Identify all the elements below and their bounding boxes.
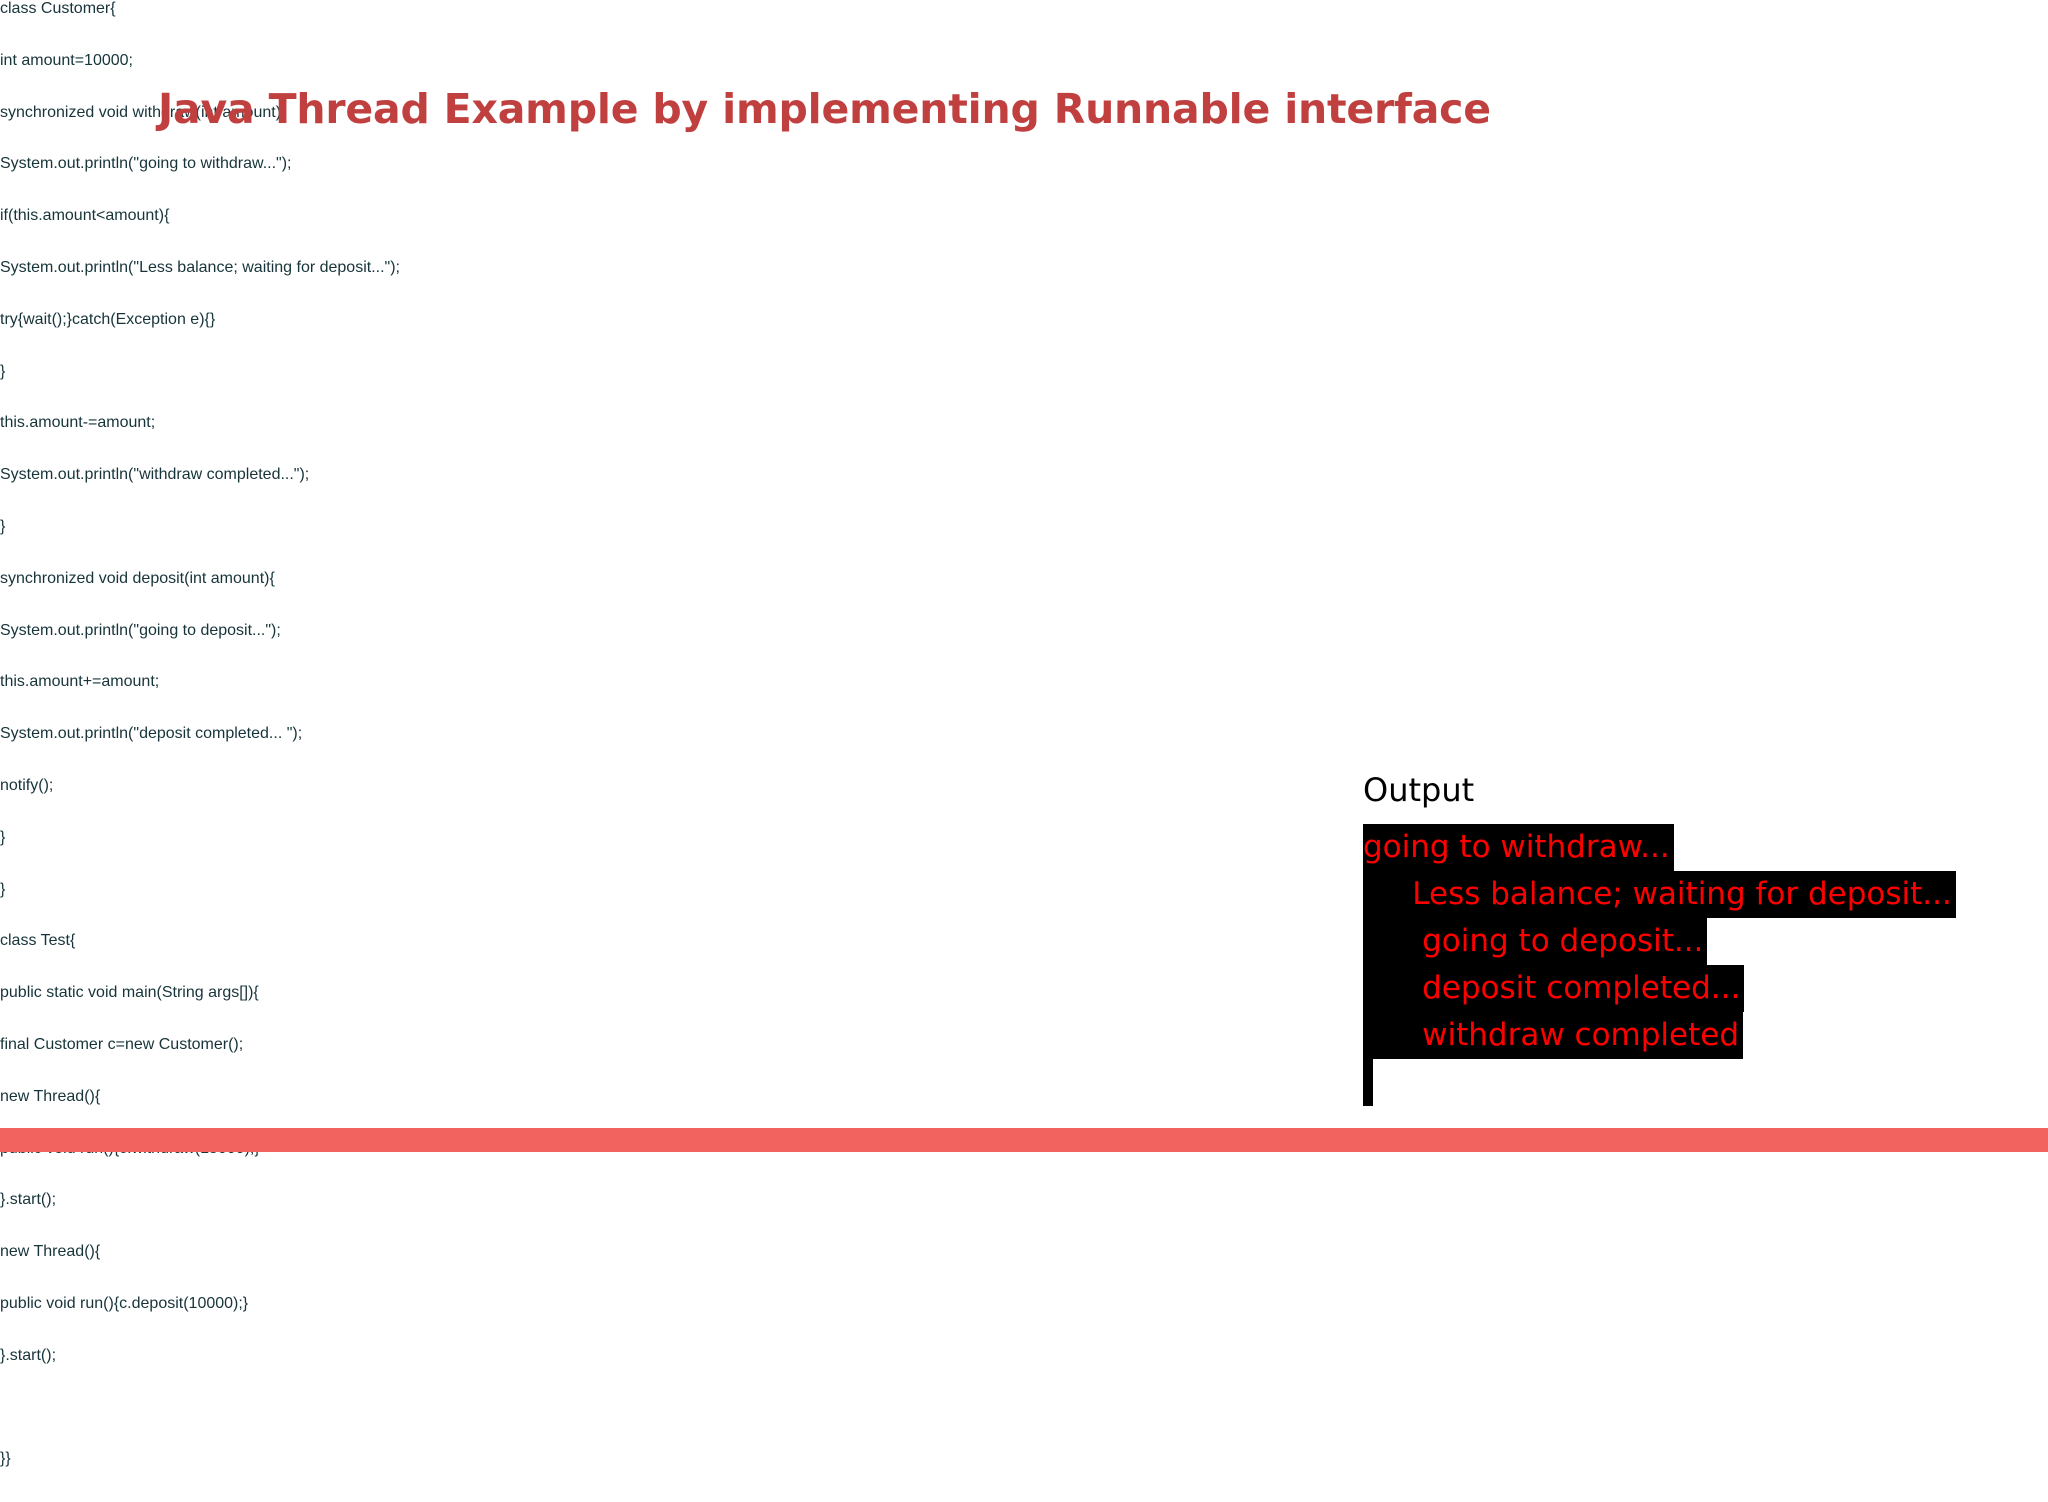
code-line: int amount=10000;	[0, 51, 133, 69]
code-line: }	[0, 362, 6, 380]
code-line: }.start();	[0, 1191, 57, 1209]
code-line: System.out.println("withdraw completed..…	[0, 466, 310, 484]
code-line: class Test{	[0, 932, 76, 950]
code-line: class Customer{	[0, 0, 116, 17]
code-line: synchronized void withdraw(int amount){	[0, 103, 287, 121]
code-line: new Thread(){	[0, 1087, 101, 1105]
output-line: withdraw completed	[1363, 1012, 1743, 1059]
code-line: System.out.println("Less balance; waitin…	[0, 258, 400, 276]
code-line: }	[0, 880, 6, 898]
code-line: }	[0, 517, 6, 535]
code-line: if(this.amount<amount){	[0, 207, 170, 225]
code-line: final Customer c=new Customer();	[0, 1035, 244, 1053]
code-line: public void run(){c.deposit(10000);}	[0, 1294, 249, 1312]
page-title: Java Thread Example by implementing Runn…	[158, 85, 1491, 134]
code-line: }.start();	[0, 1346, 57, 1364]
code-block-customer-class: class Customer{ int amount=10000; synchron…	[0, 0, 1040, 932]
output-line: going to withdraw...	[1363, 824, 1674, 871]
code-line: this.amount-=amount;	[0, 414, 156, 432]
code-line: }	[0, 828, 6, 846]
code-line: try{wait();}catch(Exception e){}	[0, 310, 216, 328]
slide-canvas: Java Thread Example by implementing Runn…	[0, 0, 2048, 1467]
code-line: System.out.println("going to withdraw...…	[0, 155, 292, 173]
output-label: Output	[1363, 771, 1475, 809]
output-line	[1363, 1059, 1373, 1106]
bottom-accent-bar	[0, 1128, 2048, 1152]
code-line: public static void main(String args[]){	[0, 984, 259, 1002]
code-line: System.out.println("going to deposit..."…	[0, 621, 281, 639]
code-line: }}	[0, 1450, 11, 1468]
code-line: this.amount+=amount;	[0, 673, 160, 691]
output-line: Less balance; waiting for deposit...	[1363, 871, 1956, 918]
code-line: notify();	[0, 776, 54, 794]
code-line: new Thread(){	[0, 1243, 101, 1261]
code-line: synchronized void deposit(int amount){	[0, 569, 275, 587]
code-line: System.out.println("deposit completed...…	[0, 725, 303, 743]
code-block-test-class: class Test{ public static void main(Strin…	[0, 932, 800, 1502]
output-console: going to withdraw... Less balance; waiti…	[1363, 824, 1956, 1106]
code-line	[0, 1399, 800, 1451]
output-line: deposit completed...	[1363, 965, 1745, 1012]
output-panel: Output going to withdraw... Less balance…	[1363, 768, 1956, 1106]
output-line: going to deposit...	[1363, 918, 1708, 965]
